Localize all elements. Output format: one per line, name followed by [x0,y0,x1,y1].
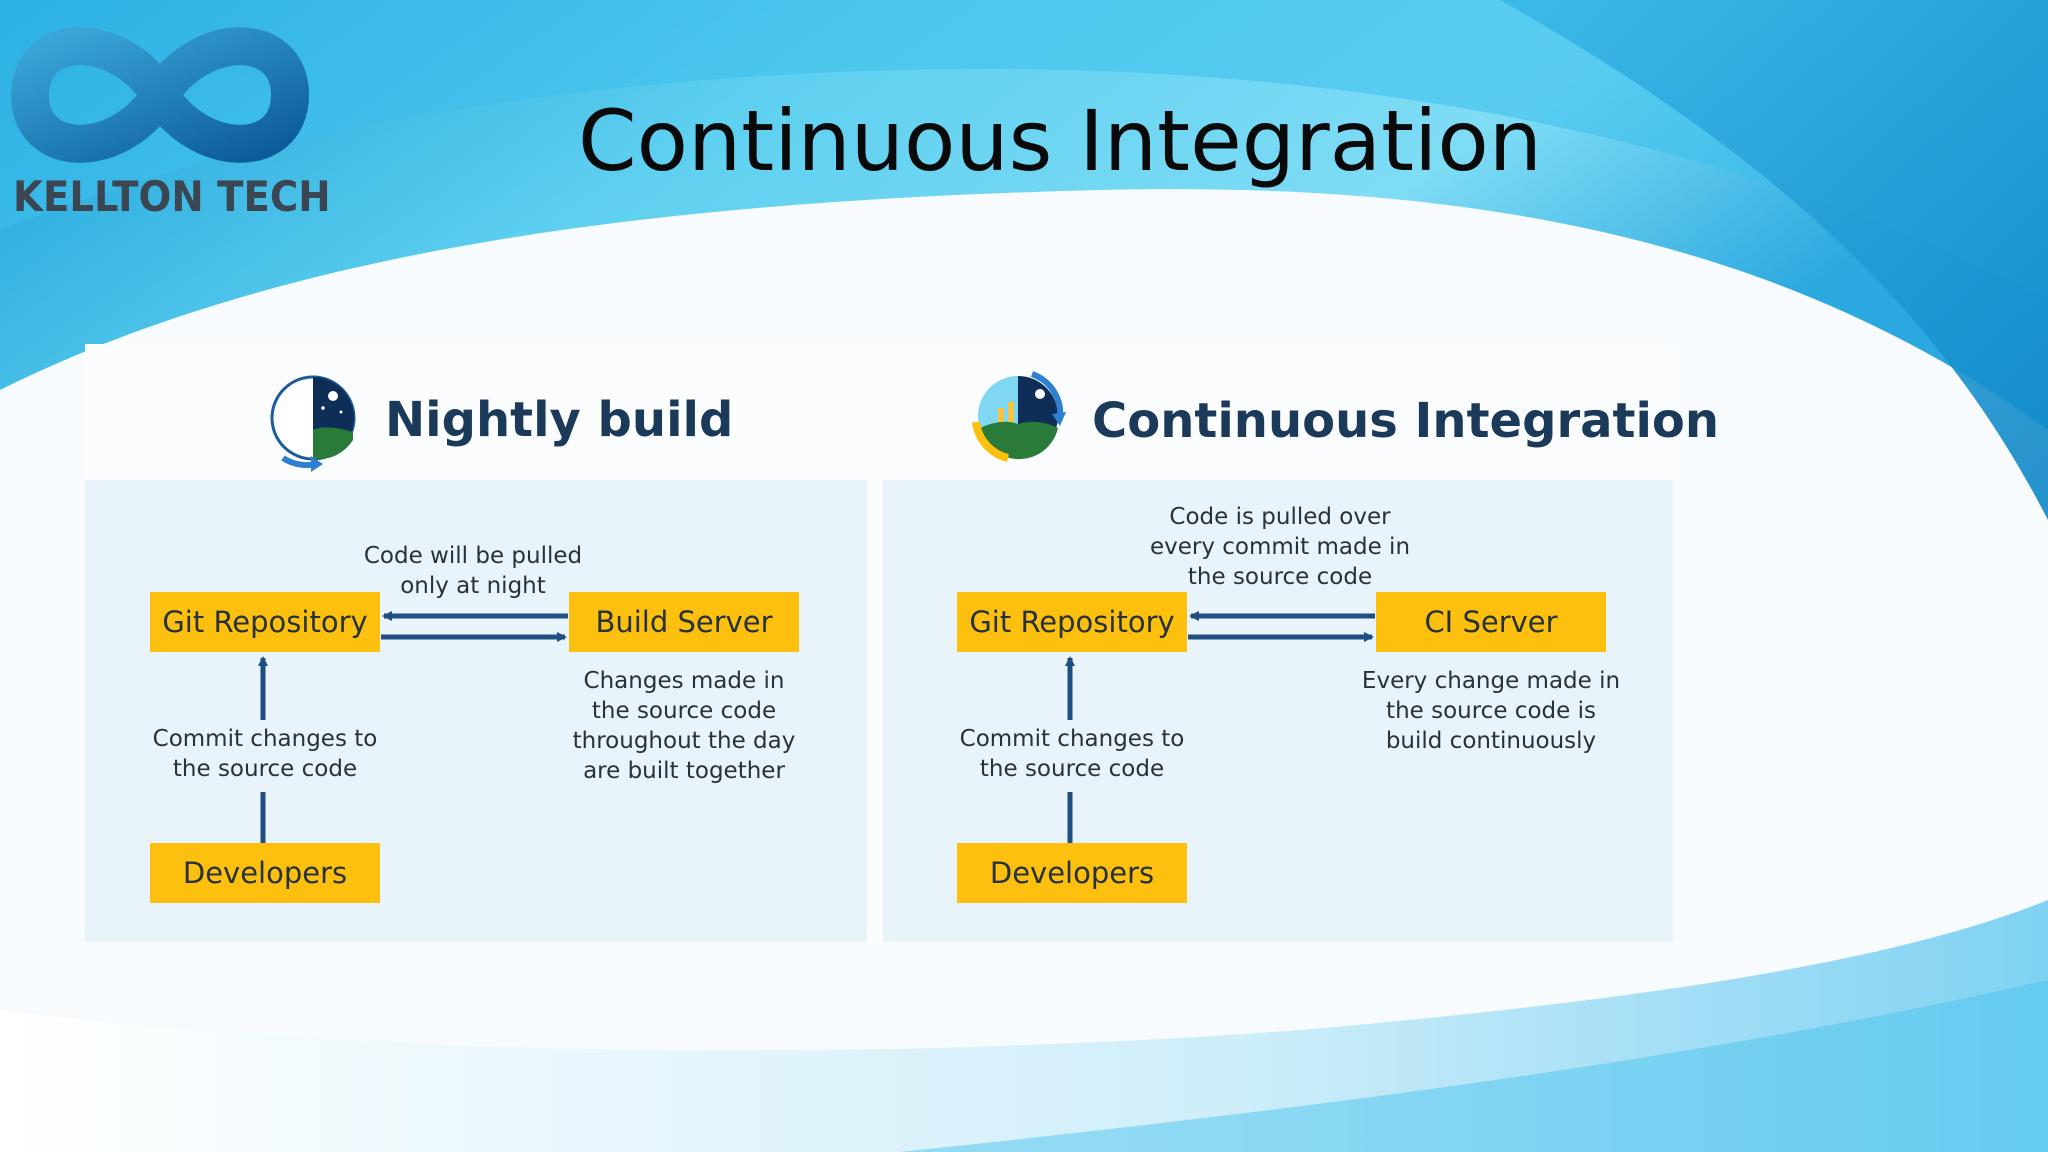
developers-box: Developers [150,843,380,903]
git-repository-box: Git Repository [957,592,1187,652]
slide-title: Continuous Integration [578,92,1542,190]
nightly-build-heading: Nightly build [385,392,734,448]
git-repository-box: Git Repository [150,592,380,652]
night-moon-icon [270,375,356,472]
ci-heading: Continuous Integration [1092,393,1720,449]
brand-name: KELLTON TECH [13,172,331,221]
developers-box: Developers [957,843,1187,903]
ci-server-box: CI Server [1376,592,1606,652]
build-server-box: Build Server [569,592,799,652]
day-night-cycle-icon [972,371,1066,462]
kellton-infinity-logo-icon [10,27,310,163]
